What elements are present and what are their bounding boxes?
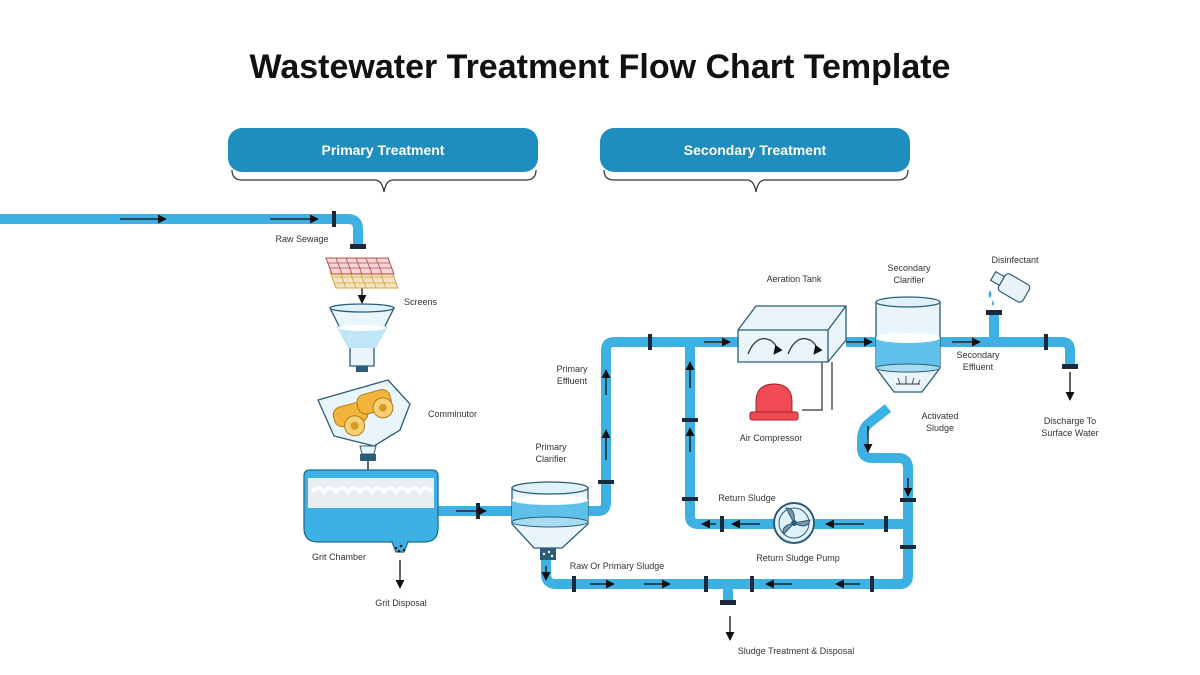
secondary-treatment-banner: Secondary Treatment bbox=[600, 128, 910, 172]
primary-clarifier-icon bbox=[511, 481, 589, 560]
banner-braces bbox=[231, 169, 909, 193]
page-title: Wastewater Treatment Flow Chart Template bbox=[249, 48, 951, 86]
secondary-clarifier-label-1: Secondary bbox=[887, 263, 931, 273]
screens-label: Screens bbox=[404, 297, 438, 307]
secondary-effluent-pipe bbox=[940, 337, 1075, 364]
aeration-tank-label: Aeration Tank bbox=[767, 274, 822, 284]
disinfectant-label: Disinfectant bbox=[991, 255, 1039, 265]
aeration-tank-icon bbox=[737, 305, 847, 363]
raw-or-primary-sludge-label: Raw Or Primary Sludge bbox=[570, 561, 665, 571]
discharge-label-1: Discharge To bbox=[1044, 416, 1096, 426]
labels: Raw Sewage Screens Comminutor Grit Chamb… bbox=[275, 234, 1098, 656]
secondary-clarifier-icon bbox=[875, 296, 941, 393]
primary-clarifier-label-1: Primary bbox=[536, 442, 567, 452]
return-sludge-pipe bbox=[685, 342, 908, 529]
return-sludge-pump-label: Return Sludge Pump bbox=[756, 553, 840, 563]
primary-clarifier-label-2: Clarifier bbox=[535, 454, 566, 464]
activated-sludge-label-2: Sludge bbox=[926, 423, 954, 433]
comminutor-label: Comminutor bbox=[428, 409, 477, 419]
screens-icon bbox=[325, 257, 399, 289]
return-sludge-pump-icon bbox=[773, 502, 815, 544]
pipe-joints bbox=[332, 211, 1078, 605]
sludge-treatment-label: Sludge Treatment & Disposal bbox=[738, 646, 855, 656]
secondary-treatment-label: Secondary Treatment bbox=[683, 142, 827, 158]
discharge-label-2: Surface Water bbox=[1041, 428, 1098, 438]
primary-effluent-label-1: Primary bbox=[557, 364, 588, 374]
secondary-clarifier-label-2: Clarifier bbox=[893, 275, 924, 285]
primary-treatment-label: Primary Treatment bbox=[321, 142, 445, 158]
flow-arrows bbox=[120, 214, 1075, 641]
disinfectant-bottle-icon bbox=[988, 270, 1031, 306]
raw-sewage-pipe bbox=[0, 214, 363, 246]
raw-sewage-label: Raw Sewage bbox=[275, 234, 328, 244]
return-sludge-label: Return Sludge bbox=[718, 493, 776, 503]
primary-effluent-label-2: Effluent bbox=[557, 376, 588, 386]
air-compressor-label: Air Compressor bbox=[740, 433, 803, 443]
primary-treatment-banner: Primary Treatment bbox=[228, 128, 538, 172]
comminutor-icon bbox=[317, 379, 411, 461]
grit-chamber-icon bbox=[303, 469, 439, 553]
secondary-effluent-label-1: Secondary bbox=[956, 350, 1000, 360]
activated-sludge-pipe bbox=[541, 404, 913, 589]
air-compressor-icon bbox=[749, 362, 833, 421]
grit-disposal-label: Grit Disposal bbox=[375, 598, 427, 608]
primary-effluent-pipe bbox=[588, 337, 738, 516]
grit-chamber-label: Grit Chamber bbox=[312, 552, 366, 562]
secondary-effluent-label-2: Effluent bbox=[963, 362, 994, 372]
activated-sludge-label-1: Activated bbox=[921, 411, 958, 421]
funnel-icon bbox=[328, 303, 396, 372]
